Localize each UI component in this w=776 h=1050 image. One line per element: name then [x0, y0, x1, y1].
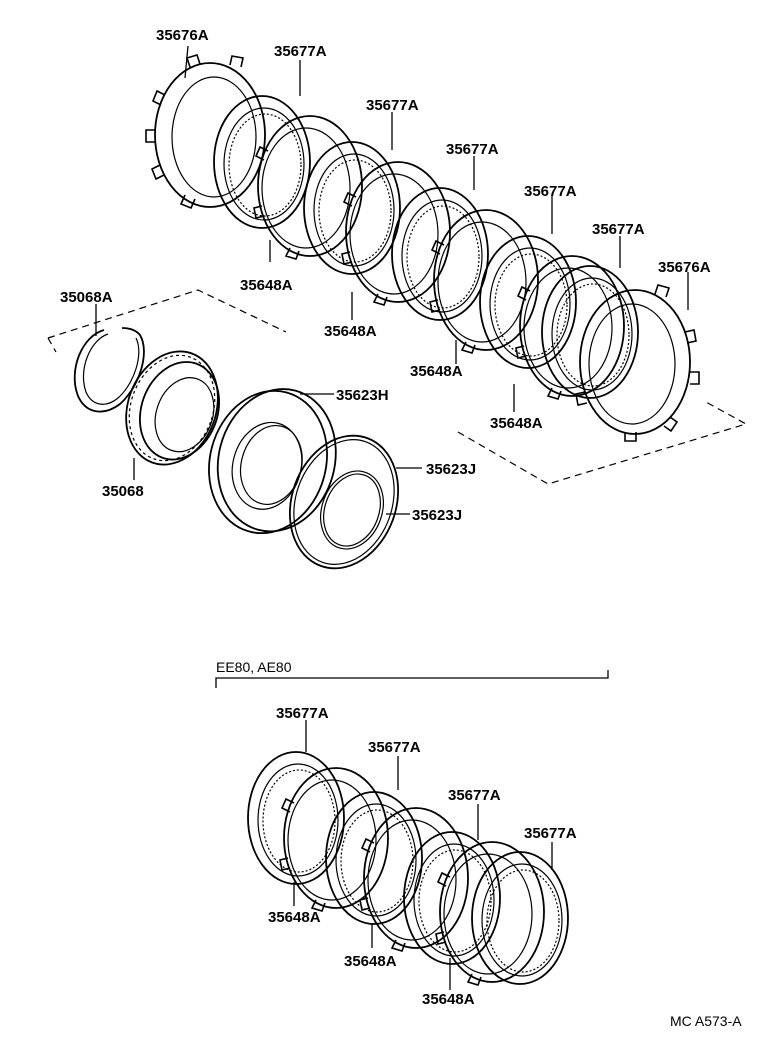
label-35623J-inner: 35623J [412, 507, 462, 524]
lower-separator-plate-3 [435, 841, 545, 986]
upper-clutch-pack [145, 54, 748, 485]
separator-plate-4 [515, 255, 625, 400]
label-35648A-4: 35648A [490, 415, 543, 432]
label-lower-35648A-1: 35648A [268, 909, 321, 926]
label-lower-35677A-1: 35677A [276, 705, 329, 722]
lower-separator-plate-2 [359, 807, 469, 952]
label-lower-35677A-2: 35677A [368, 739, 421, 756]
piston [208, 388, 337, 535]
one-way-clutch [125, 350, 221, 466]
label-35068A: 35068A [60, 289, 113, 306]
snap-ring-group [47, 289, 287, 413]
label-35623J-outer: 35623J [426, 461, 476, 478]
separator-plate-3 [429, 209, 539, 354]
label-35677A-2: 35677A [366, 97, 419, 114]
label-35648A-1: 35648A [240, 277, 293, 294]
label-35676A-top-left: 35676A [156, 27, 209, 44]
label-35648A-2: 35648A [324, 323, 377, 340]
label-35623H: 35623H [336, 387, 389, 404]
steel-plate-right [575, 284, 700, 442]
upper-pack-plane [457, 401, 748, 485]
part-labels: 35676A 35677A 35677A 35677A 35677A 35677… [60, 27, 742, 1029]
snap-ring [73, 327, 145, 413]
lower-clutch-pack [215, 670, 609, 990]
label-35068: 35068 [102, 483, 144, 500]
label-lower-35677A-4: 35677A [524, 825, 577, 842]
label-35677A-5: 35677A [592, 221, 645, 238]
label-35676A-top-right: 35676A [658, 259, 711, 276]
label-35677A-3: 35677A [446, 141, 499, 158]
leader-lines-upper [95, 45, 689, 515]
label-lower-35648A-2: 35648A [344, 953, 397, 970]
separator-plate-2 [341, 161, 451, 306]
snap-ring-plane [47, 289, 287, 353]
lower-separator-plate-1 [279, 767, 389, 912]
label-lower-35648A-3: 35648A [422, 991, 475, 1008]
piston-seal-inner [320, 470, 384, 550]
lower-friction-disc-1 [247, 751, 345, 885]
label-lower-35677A-3: 35677A [448, 787, 501, 804]
label-35648A-3: 35648A [410, 363, 463, 380]
figure-code: MC A573-A [670, 1013, 742, 1029]
label-35677A-1: 35677A [274, 43, 327, 60]
variant-bracket [215, 670, 609, 688]
steel-plate-left [145, 54, 266, 210]
piston-seal-outer [288, 434, 400, 570]
variant-heading: EE80, AE80 [216, 659, 292, 675]
separator-plate-1 [253, 115, 363, 260]
label-35677A-4: 35677A [524, 183, 577, 200]
